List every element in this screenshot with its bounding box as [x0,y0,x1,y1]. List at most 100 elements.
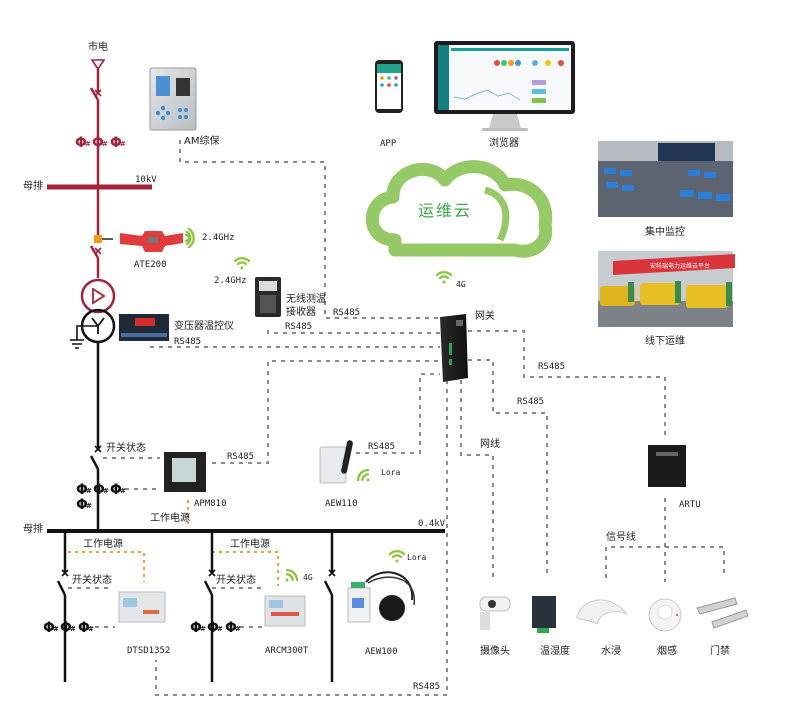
tcontroller-label: 变压器温控仪 [174,321,234,332]
work-power-label-2: 工作电源 [230,539,270,550]
svg-text:Φ: Φ [60,620,72,636]
lora-meter-icon [319,440,353,484]
svg-text:Φ: Φ [110,482,122,498]
gateway-label: 网关 [475,311,495,322]
dtsd1352-label: DTSD1352 [127,646,171,656]
receiver-label-line2: 接收器 [286,307,316,318]
ate-clip [94,235,102,243]
wireless-meter-icon [347,571,415,623]
comm-lines [68,140,725,696]
svg-text:Φ: Φ [190,620,202,636]
svg-text:#: # [86,502,92,510]
transformer-hv-winding [80,278,116,314]
wifi-icon [184,227,195,249]
apm810-protocol-label: RS485 [227,452,255,462]
arcm300t-label: ARCM300T [265,646,309,656]
ate200-wireless-label: 2.4GHz [202,233,235,243]
arcm300t-wireless-label: 4G [303,573,313,582]
network-cable-label: 网线 [480,439,500,450]
ct-icon: Φ [75,135,87,151]
protection-relay-icon [149,67,197,131]
switch-status-label-2: 开关状态 [216,575,256,586]
signal-line-label: 信号线 [606,532,636,543]
temp-controller-icon [119,314,169,341]
receiver-wireless-label: 2.4GHz [214,276,247,286]
receiver-protocol-label: RS485 [285,322,313,332]
apm810-label: APM810 [194,499,227,509]
humidity-sensor-icon [532,596,556,633]
svg-text:#: # [70,625,76,633]
sensor-link-protocol-label: RS485 [517,397,545,407]
service-vehicles-photo: 安科瑞电力运维云平台 [598,251,735,327]
svg-text:#: # [217,625,223,633]
source-triangle-icon [90,59,106,71]
power-arcm [212,551,279,586]
artu-link-protocol-label: RS485 [538,362,566,372]
arc-monitor-icon [264,595,306,627]
link-network-camera [460,380,494,578]
link-am-gateway [179,140,440,319]
wifi-icon [435,270,453,284]
link-receiver-gateway [267,330,440,334]
lv-voltage-label: 0.4kV [418,519,446,529]
wifi-icon [356,468,370,482]
svg-text:Φ: Φ [225,620,237,636]
svg-text:#: # [120,487,126,495]
svg-text:Φ: Φ [43,620,55,636]
temperature-sensor-icon [120,231,183,252]
smoke-detector-icon [648,598,682,632]
svg-text:#: # [53,625,59,633]
hv-voltage-label: 10kV [135,175,157,185]
svg-text:#: # [200,625,206,633]
energy-meter-icon [118,591,166,623]
link-gateway-artu [468,330,666,440]
smartphone-icon [375,60,403,113]
hv-section [47,59,152,314]
sensor-label-humidity: 温湿度 [540,646,570,657]
link-apm810-gateway [212,360,440,464]
ct-icon: Φ [92,135,104,151]
wifi-icon [233,256,251,270]
svg-text:#: # [85,140,91,148]
aew110-wireless-label: Lora [381,468,401,477]
water-leak-sensor-icon [576,599,628,625]
rtu-icon [648,445,686,487]
svg-text:#: # [86,487,92,495]
svg-text:Φ: Φ [207,620,219,636]
cloud-uplink-label: 4G [456,280,466,289]
gateway-icon [440,314,468,382]
sensor-label-camera: 摄像头 [480,646,510,657]
svg-text:Φ: Φ [76,482,88,498]
camera-icon [479,596,511,630]
monitor-icon [434,41,575,131]
lv-bus-label: 母排 [23,524,43,535]
switch-status-label: 开关状态 [106,443,146,454]
svg-text:Φ: Φ [78,620,90,636]
aew110-protocol-label: RS485 [368,442,396,452]
photo-service-label: 线下运维 [645,336,685,347]
svg-text:#: # [102,140,108,148]
hv-switch-icon [89,87,100,101]
door-contact-icon [696,597,749,629]
power-lines [68,500,279,586]
wifi-icon [285,568,299,582]
client-app-label: APP [380,139,397,149]
control-room-photo [598,141,733,217]
aew110-label: AEW110 [325,499,358,509]
ground-icon [70,325,98,349]
svg-text:#: # [235,625,241,633]
work-power-label: 工作电源 [150,513,190,524]
sensor-label-smoke: 烟感 [657,646,677,657]
cloud-label: 运维云 [418,201,473,220]
aew100-wireless-label: Lora [407,553,427,562]
receiver-icon [255,277,281,317]
source-label: 市电 [88,42,108,53]
tcontroller-protocol-label: RS485 [174,337,202,347]
cloud-icon [365,160,553,258]
lv-section [47,308,445,682]
aew100-label: AEW100 [365,647,398,657]
work-power-label-1: 工作电源 [83,539,123,550]
wifi-icon [388,549,406,563]
svg-text:Φ: Φ [93,482,105,498]
